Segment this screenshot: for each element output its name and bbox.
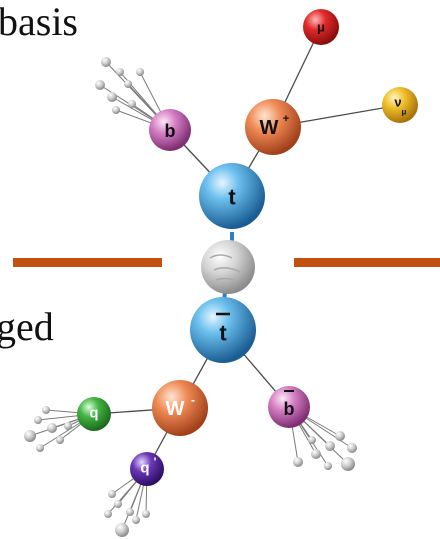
separator-bar-right xyxy=(294,258,440,267)
muon-label: μ xyxy=(317,20,325,35)
q-prime-label: q xyxy=(140,460,149,477)
jet-particle xyxy=(42,406,50,414)
jet-particle xyxy=(24,430,36,442)
jet-particle xyxy=(107,92,117,102)
jet-particle xyxy=(124,80,132,88)
jet-particle xyxy=(132,516,140,524)
jet-particle xyxy=(136,68,144,76)
gluon-blob-icon xyxy=(201,240,255,294)
jet-particle xyxy=(34,416,42,424)
jet-particle xyxy=(311,449,321,459)
neutrino-subscript: μ xyxy=(402,108,407,117)
top-quark-label: t xyxy=(228,185,236,210)
muon: μ xyxy=(303,9,339,45)
text-fragment-middle: ged xyxy=(0,304,54,349)
jet-particle xyxy=(36,444,44,452)
q-prime-jet xyxy=(104,468,150,537)
jet-particle xyxy=(116,68,124,76)
w-minus-label: W xyxy=(166,398,185,420)
jet-particle xyxy=(112,106,120,114)
jet-particle xyxy=(325,441,335,451)
jet-particle xyxy=(128,100,136,108)
antitop-label: t xyxy=(219,321,227,346)
jet-particle xyxy=(341,457,355,471)
jet-particle xyxy=(324,462,332,470)
separator-bar-left xyxy=(13,258,162,267)
jet-particle xyxy=(64,422,72,430)
jet-particle xyxy=(108,490,116,498)
w-plus-label: W xyxy=(260,117,279,139)
bottom-quark: b xyxy=(149,109,191,151)
neutrino-label: ν xyxy=(394,95,401,110)
bottom-quark-label: b xyxy=(165,121,176,141)
jet-particle xyxy=(95,80,105,90)
antibottom-quark: b xyxy=(268,386,310,428)
jet-particle xyxy=(115,523,129,537)
w-minus-boson: W - xyxy=(152,380,208,436)
w-minus-charge: - xyxy=(191,393,195,407)
w-plus-boson: W + xyxy=(245,99,301,155)
neutrino: ν μ xyxy=(382,87,418,123)
jet-particle xyxy=(104,510,112,518)
top-quark: t xyxy=(199,163,265,229)
light-quark-q: q xyxy=(77,397,111,431)
jet-particle xyxy=(47,423,57,433)
jet-particle xyxy=(56,436,64,444)
antib-jet xyxy=(288,406,357,471)
q-label: q xyxy=(89,405,98,422)
text-fragment-top: basis xyxy=(0,0,78,44)
light-quark-q-prime: q ' xyxy=(130,452,164,486)
jet-particle xyxy=(308,436,316,444)
jet-particle xyxy=(347,443,357,453)
antibottom-label: b xyxy=(284,399,295,419)
jet-particle xyxy=(293,457,303,467)
antitop-quark: t xyxy=(190,297,256,363)
w-plus-charge: + xyxy=(283,113,289,125)
jet-particle xyxy=(126,508,134,516)
jet-particle xyxy=(335,431,345,441)
jet-particle xyxy=(101,57,111,67)
q-prime-mark: ' xyxy=(154,455,157,469)
jet-particle xyxy=(142,510,150,518)
jet-particle xyxy=(114,500,122,508)
